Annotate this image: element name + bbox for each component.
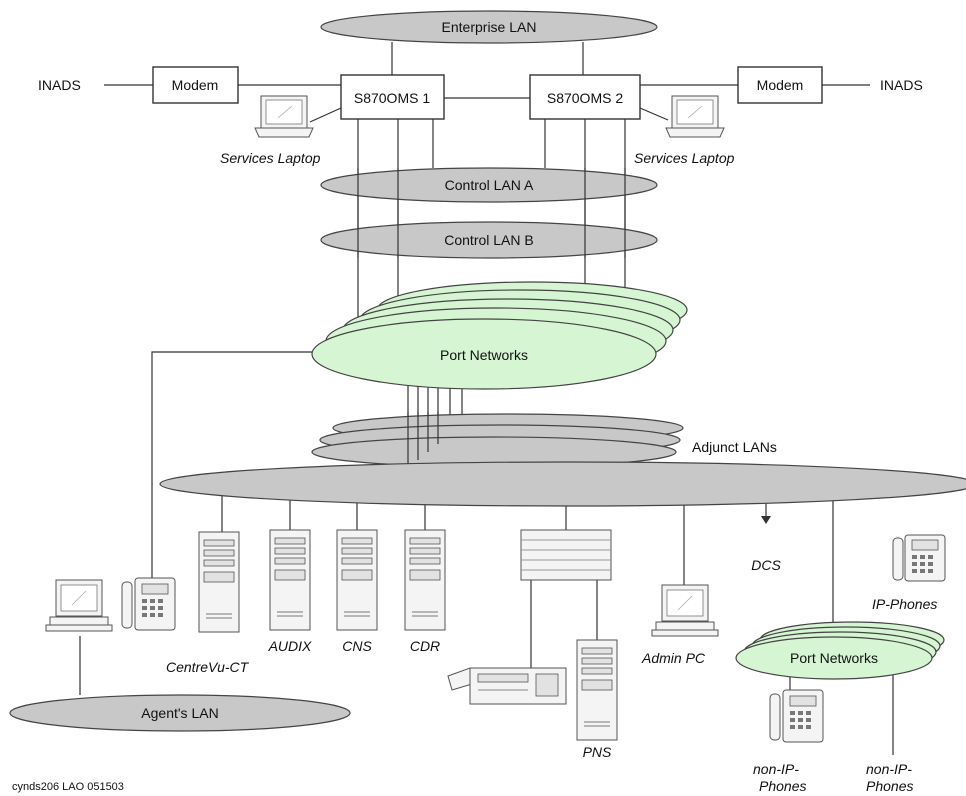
switch-shelf-icon	[520, 529, 612, 581]
pns-server-icon	[576, 639, 618, 741]
modem-left-box	[152, 66, 239, 104]
fax-machine-icon	[447, 667, 567, 705]
modem-right-label: Modem	[757, 77, 804, 93]
non-ip-phones-2-line2: Phones	[866, 778, 913, 794]
port-networks-main-label: Port Networks	[440, 347, 528, 363]
control-lan-b-ellipse	[320, 221, 658, 259]
agents-lan-ellipse	[9, 694, 351, 732]
non-ip-phones-2-line1: non-IP-	[866, 761, 912, 777]
server-1-box	[340, 74, 445, 120]
enterprise-lan-label: Enterprise LAN	[442, 19, 537, 35]
non-ip-phones-1-line2: Phones	[759, 778, 806, 794]
agents-lan-label: Agent's LAN	[141, 705, 218, 721]
control-lan-b-label: Control LAN B	[444, 232, 533, 248]
inads-left-label: INADS	[38, 77, 81, 93]
non-ip-phone-icon	[769, 689, 824, 743]
centrevu-server-icon	[198, 531, 240, 633]
laptop-left-icon	[254, 95, 314, 138]
agent-phone-icon	[121, 577, 176, 631]
cdr-server-icon	[404, 529, 446, 631]
pns-label: PNS	[583, 744, 612, 760]
port-networks-remote-stack	[735, 621, 945, 680]
cns-label: CNS	[342, 638, 372, 654]
figure-caption: cynds206 LAO 051503	[12, 781, 124, 793]
adjunct-pass-lines	[407, 412, 439, 466]
server-2-label: S870OMS 2	[547, 90, 623, 106]
agent-pc-icon	[45, 579, 113, 632]
adjunct-lans-label: Adjunct LANs	[692, 439, 777, 455]
non-ip-phones-1-line1: non-IP-	[753, 761, 799, 777]
cdr-label: CDR	[410, 638, 440, 654]
server-2-box	[529, 74, 641, 120]
inads-right-label: INADS	[880, 77, 923, 93]
centrevu-label: CentreVu-CT	[166, 659, 250, 675]
audix-server-icon	[269, 529, 311, 631]
port-networks-remote-label: Port Networks	[790, 650, 878, 666]
ip-phones-label: IP-Phones	[872, 596, 937, 612]
server-1-label: S870OMS 1	[354, 90, 430, 106]
enterprise-lan-ellipse	[320, 10, 658, 44]
laptop-right-icon	[665, 95, 725, 138]
admin-pc-label: Admin PC	[641, 650, 706, 666]
cns-server-icon	[336, 529, 378, 631]
main-lan-ellipse	[159, 461, 966, 507]
port-networks-main-stack	[311, 281, 688, 390]
modem-left-label: Modem	[172, 77, 219, 93]
services-laptop-left-label: Services Laptop	[220, 150, 321, 166]
dcs-label: DCS	[751, 557, 781, 573]
adjunct-lans-stack	[311, 413, 684, 468]
admin-pc-icon	[651, 584, 719, 637]
audix-label: AUDIX	[268, 638, 312, 654]
modem-right-box	[737, 66, 823, 104]
control-lan-a-ellipse	[320, 167, 658, 203]
ip-phone-icon	[892, 534, 946, 582]
services-laptop-right-label: Services Laptop	[634, 150, 735, 166]
control-lan-pass-lines	[357, 168, 626, 258]
control-lan-a-label: Control LAN A	[445, 177, 534, 193]
